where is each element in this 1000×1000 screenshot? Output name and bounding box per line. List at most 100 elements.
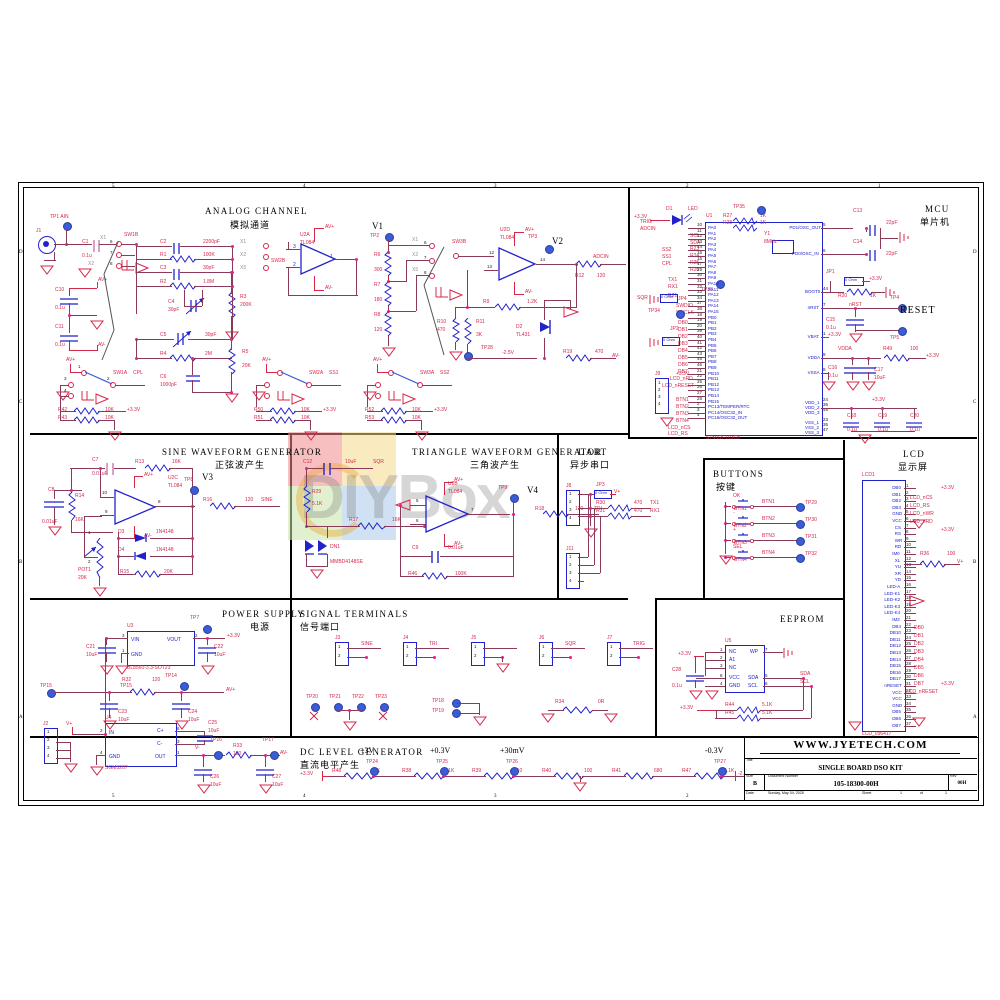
switch-sw3b-lever[interactable] xyxy=(400,245,450,365)
value-r32: 120 xyxy=(152,677,161,683)
value-r8: 120 xyxy=(374,327,383,333)
connector-j11[interactable] xyxy=(566,553,580,589)
dc-resistor-value: 5.1K xyxy=(724,768,735,774)
label-r33: R33 xyxy=(233,743,243,749)
signal-terminal-ref: J5 xyxy=(471,635,477,641)
testpoint-tp21[interactable] xyxy=(334,703,343,712)
testpoint-tp14[interactable] xyxy=(180,682,189,691)
testpoint-tp31[interactable] xyxy=(796,537,805,546)
testpoint-tp33[interactable] xyxy=(716,280,725,289)
value-c5: 30pF xyxy=(205,332,217,338)
testpoint-tp5[interactable] xyxy=(898,327,907,336)
testpoint-tp15[interactable] xyxy=(47,689,56,698)
switch-sw1b-lever[interactable] xyxy=(84,238,120,368)
push-button-btn1[interactable] xyxy=(730,498,756,516)
switch-sw3a-pin4[interactable] xyxy=(375,393,381,399)
testpoint-tp23[interactable] xyxy=(380,703,389,712)
mcu-pin-number-right: 8 xyxy=(823,367,826,372)
connector-j2[interactable] xyxy=(44,728,58,764)
label-av-plus-c10: AV+ xyxy=(98,277,108,283)
mcu-pin-name: PA7 xyxy=(708,264,717,270)
mcu-pin-number-right: 1 xyxy=(823,331,826,336)
switch-sw2a-pin4[interactable] xyxy=(264,393,270,399)
testpoint-tp28[interactable] xyxy=(464,352,473,361)
mcu-pin-name-right: VDDA xyxy=(807,355,821,360)
jumper-jp2[interactable] xyxy=(662,337,680,346)
switch-sw3b-pin7[interactable] xyxy=(429,258,435,264)
testpoint-tp17[interactable] xyxy=(270,751,279,760)
connector-j3[interactable] xyxy=(335,642,349,666)
lcd-pin-name: VCC xyxy=(892,518,902,523)
testpoint-tp29[interactable] xyxy=(796,503,805,512)
push-button-btn3[interactable] xyxy=(730,532,756,550)
dc-voltage-label: +3V xyxy=(360,746,375,755)
switch-sw2b-pin7[interactable] xyxy=(263,254,269,260)
switch-sw2a-lever[interactable] xyxy=(280,368,310,388)
label-net-scl-eeprom: SCL xyxy=(800,679,810,685)
connector-j9[interactable] xyxy=(655,378,669,414)
testpoint-tp32[interactable] xyxy=(796,554,805,563)
size-label: Size xyxy=(746,774,753,778)
label-vplus-lcd: V+ xyxy=(957,559,964,565)
label-33v-r50: +3.3V xyxy=(323,407,337,413)
value-c21: 10uF xyxy=(86,652,98,658)
value-r9: 1.2K xyxy=(527,299,538,305)
mcu-pin-number: 31 xyxy=(697,278,703,283)
pot1-wiper[interactable] xyxy=(84,545,100,559)
label-tp35: TP35 xyxy=(733,204,745,210)
switch-sw2b-pin6[interactable] xyxy=(263,243,269,249)
testpoint-tp3[interactable] xyxy=(545,245,554,254)
connector-j7[interactable] xyxy=(607,642,621,666)
label-tp2: TP2 xyxy=(370,233,380,239)
mcu-pin-name: PB12 xyxy=(708,381,720,387)
button-ref: BTN4 xyxy=(734,557,747,563)
connector-j4[interactable] xyxy=(403,642,417,666)
jumper-jp4[interactable] xyxy=(660,294,678,303)
lcd-pin-number: 3 xyxy=(906,496,909,502)
testpoint-tp34[interactable] xyxy=(676,310,685,319)
label-c5: C5 xyxy=(160,332,167,338)
connector-j5[interactable] xyxy=(471,642,485,666)
terminal-pin-2: 2 xyxy=(338,653,341,658)
label-r26: R26 xyxy=(690,267,700,273)
connector-j1[interactable] xyxy=(38,236,56,254)
testpoint-tp7[interactable] xyxy=(203,625,212,634)
push-button-btn4[interactable] xyxy=(730,549,756,567)
testpoint-tp9[interactable] xyxy=(510,494,519,503)
mcu-pin-name: PB6 xyxy=(708,348,717,354)
mcu-pin-name: PA2 xyxy=(708,236,717,242)
label-r30: R30 xyxy=(596,500,606,506)
push-button-btn2[interactable] xyxy=(730,515,756,533)
section-title-mcu-cn: 单片机 xyxy=(920,218,951,228)
label-c6: C6 xyxy=(160,374,167,380)
mcu-pin-number: 22 xyxy=(697,373,703,379)
section-title-buttons-cn: 按键 xyxy=(716,483,737,493)
switch-sw3a-lever[interactable] xyxy=(391,368,421,388)
lcd-pin-number: 37 xyxy=(906,720,912,726)
label-net-rx1-uart: RX1 xyxy=(650,508,660,514)
mcu-pin-number: 41 xyxy=(697,339,703,345)
label-c8: C8 xyxy=(48,487,55,493)
lcd-pin-number: 12 xyxy=(906,555,912,561)
mcu-pin-number: 18 xyxy=(697,311,703,317)
switch-sw3b-pin6[interactable] xyxy=(429,243,435,249)
zone-top-4: 4 xyxy=(303,184,306,189)
testpoint-tp30[interactable] xyxy=(796,520,805,529)
testpoint-tp20[interactable] xyxy=(311,703,320,712)
testpoint-tp1[interactable] xyxy=(63,222,72,231)
part-u2d: TL084 xyxy=(500,235,515,241)
switch-sw1a-lever[interactable] xyxy=(84,368,114,388)
divider-buttons-bottom xyxy=(703,598,843,600)
switch-sw2b-pin8[interactable] xyxy=(263,265,269,271)
label-net-lcd-nreset: LCD_nRESET xyxy=(662,383,695,389)
switch-sw3b-pin8[interactable] xyxy=(429,273,435,279)
testpoint-tp16[interactable] xyxy=(214,751,223,760)
connector-j6[interactable] xyxy=(539,642,553,666)
testpoint-tp2[interactable] xyxy=(385,233,394,242)
testpoint-tp22[interactable] xyxy=(357,703,366,712)
testpoint-tp8[interactable] xyxy=(190,486,199,495)
label-net-ss2-mcu: SS2 xyxy=(662,247,672,253)
label-net-db1: DB1 xyxy=(678,327,688,333)
testpoint-tp35[interactable] xyxy=(757,206,766,215)
zone-right-d: D xyxy=(973,250,977,255)
